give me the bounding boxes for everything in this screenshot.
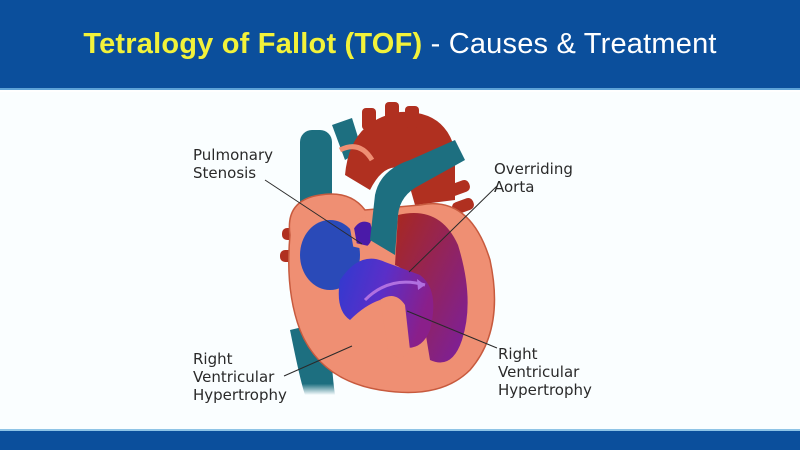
title-highlight: Tetralogy of Fallot (TOF) xyxy=(83,27,423,60)
label-line: Aorta xyxy=(494,178,535,196)
label-line: Ventricular xyxy=(193,368,275,386)
label-line: Right xyxy=(498,345,538,363)
label-overriding-aorta: Overriding Aorta xyxy=(494,160,573,196)
label-line: Hypertrophy xyxy=(193,386,287,404)
label-line: Overriding xyxy=(494,160,573,178)
label-line: Pulmonary xyxy=(193,146,273,164)
label-pulmonary-stenosis: Pulmonary Stenosis xyxy=(193,146,273,182)
septum xyxy=(380,296,410,358)
right-atrium xyxy=(300,220,360,290)
leader-lines xyxy=(264,179,498,377)
aortic-arch xyxy=(345,102,455,205)
footer-bar xyxy=(0,429,800,450)
label-line: Stenosis xyxy=(193,164,257,182)
title-subtitle: - Causes & Treatment xyxy=(422,27,717,60)
overriding-aorta-vessel xyxy=(338,140,465,255)
label-line: Right xyxy=(193,350,233,368)
label-rvh-left: Right Ventricular Hypertrophy xyxy=(193,350,287,404)
page-title: Tetralogy of Fallot (TOF) - Causes & Tre… xyxy=(83,28,716,61)
label-line: Hypertrophy xyxy=(498,381,592,399)
title-banner: Tetralogy of Fallot (TOF) - Causes & Tre… xyxy=(0,0,800,90)
left-ventricle xyxy=(395,213,468,363)
label-rvh-right: Right Ventricular Hypertrophy xyxy=(498,345,592,399)
label-line: Ventricular xyxy=(498,363,580,381)
